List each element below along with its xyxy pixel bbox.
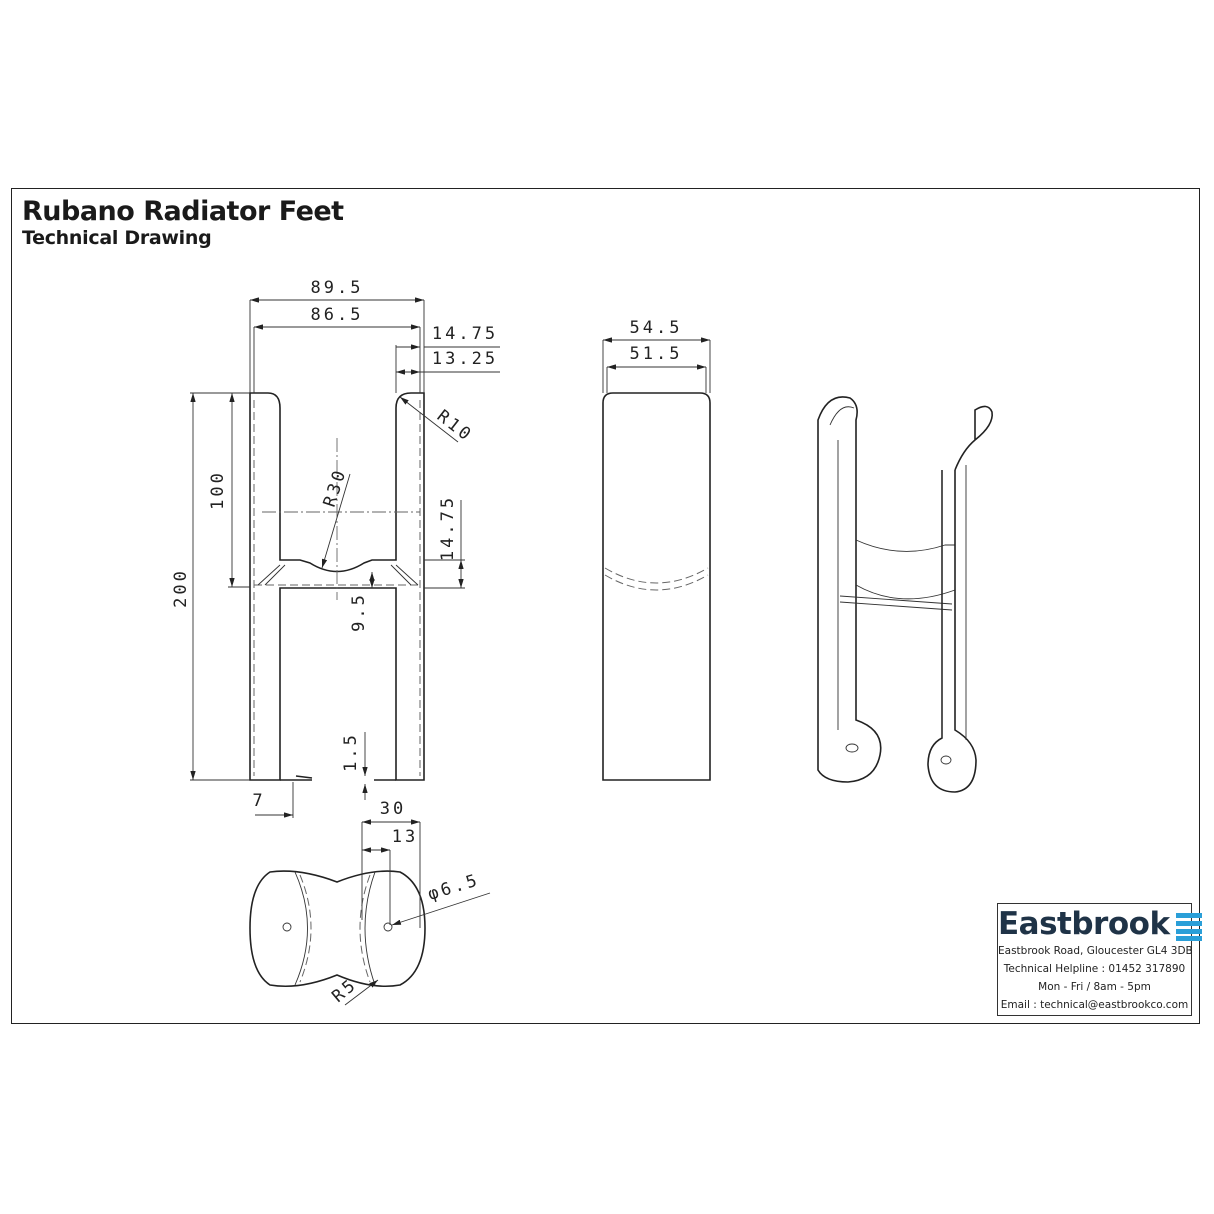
helpline: Technical Helpline : 01452 317890 — [1003, 963, 1186, 975]
brand-logo-text: Eastbrook — [998, 906, 1170, 942]
dim-14-75-top: 14.75 — [432, 324, 498, 344]
front-dimensions: 89.5 86.5 14.75 13.25 R10 R30 100 200 14… — [171, 278, 500, 818]
dim-89-5: 89.5 — [311, 278, 364, 298]
dim-200: 200 — [171, 568, 191, 608]
email: Email : technical@eastbrookco.com — [1000, 999, 1189, 1011]
dim-51-5: 51.5 — [630, 344, 683, 364]
dim-86-5: 86.5 — [311, 305, 364, 325]
opening-hours: Mon - Fri / 8am - 5pm — [1038, 981, 1151, 993]
drawing-title: Rubano Radiator Feet — [22, 196, 344, 227]
drawing-frame — [11, 188, 1200, 1024]
side-view: 54.5 51.5 — [602, 318, 711, 781]
dim-54-5: 54.5 — [630, 318, 683, 338]
waves-icon — [1175, 913, 1202, 941]
dim-r5: R5 — [328, 974, 361, 1006]
dim-9-5: 9.5 — [349, 592, 369, 632]
dim-14-75-crossbar: 14.75 — [438, 495, 458, 561]
dim-100: 100 — [208, 470, 228, 510]
front-view — [249, 392, 425, 781]
company-info-box: Eastbrook Eastbrook Road, Gloucester GL4… — [997, 903, 1202, 1016]
address: Eastbrook Road, Gloucester GL4 3DB — [998, 945, 1193, 957]
dim-7: 7 — [252, 791, 265, 811]
drawing-subtitle: Technical Drawing — [22, 227, 212, 249]
dim-13: 13 — [392, 827, 418, 847]
isometric-view — [817, 396, 993, 793]
bottom-view: 30 13 φ6.5 R5 — [249, 799, 491, 1007]
dim-30: 30 — [380, 799, 406, 819]
dim-1-5: 1.5 — [341, 732, 361, 772]
dim-13-25: 13.25 — [432, 349, 498, 369]
dim-hole-diameter: φ6.5 — [426, 870, 482, 905]
dim-r10: R10 — [433, 406, 477, 446]
